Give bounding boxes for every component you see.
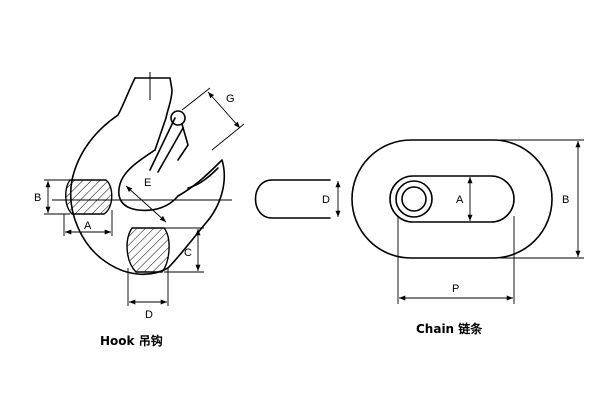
latch-pin <box>170 110 186 126</box>
hook-dim-g-label: G <box>226 93 235 105</box>
hook-dim-e-label: E <box>144 177 151 189</box>
dim-line-e <box>125 185 167 223</box>
hook-section-b <box>65 179 113 215</box>
hook-tip <box>167 159 226 269</box>
hook-caption: Hook 吊钩 <box>100 333 163 348</box>
chain-dimensions: D A B P <box>322 139 584 304</box>
latch-spring <box>177 123 189 161</box>
hook-dim-b-label: B <box>34 192 41 204</box>
hook-section-c <box>126 227 170 273</box>
hook-tip-inner <box>187 167 219 189</box>
chain-dim-a-label: A <box>456 194 464 206</box>
chain-dim-d-label: D <box>322 194 330 206</box>
hook-eye <box>134 77 173 151</box>
chain-link-inner <box>389 175 515 223</box>
hook-drawing <box>52 72 232 276</box>
chain-section-outer <box>395 180 433 218</box>
hook-dim-d-label: D <box>145 309 153 321</box>
chain-caption: Chain 链条 <box>416 321 483 336</box>
chain-section-inner <box>401 186 427 212</box>
dim-line-g <box>207 91 241 129</box>
chain-link-left <box>254 179 331 219</box>
chain-drawing <box>254 139 553 259</box>
chain-link-outer <box>351 139 553 259</box>
chain-dim-b-label: B <box>562 194 569 206</box>
hook-dim-c-label: C <box>184 247 192 259</box>
chain-dim-p-label: P <box>452 283 459 295</box>
hook-dim-a-label: A <box>84 220 92 232</box>
hook-dimensions: B A E C D G <box>34 87 245 321</box>
hook-latch <box>149 117 184 173</box>
